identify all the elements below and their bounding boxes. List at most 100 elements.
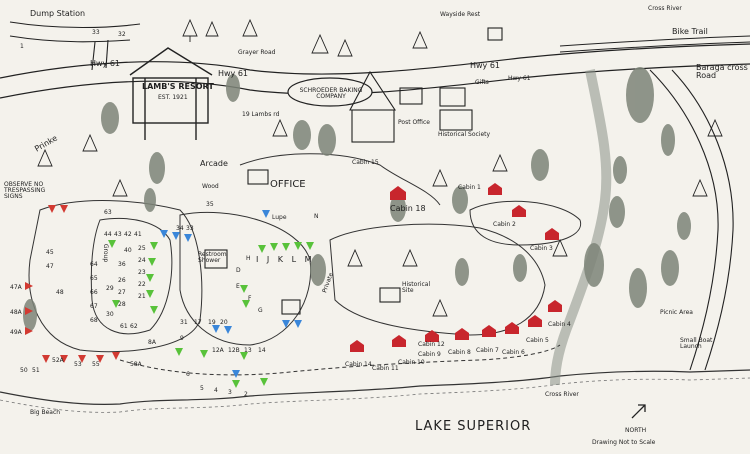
hwy61-label: Hwy 61 bbox=[470, 61, 501, 70]
cabin-4-label: Cabin 4 bbox=[548, 321, 571, 328]
sites-ijklm-label: I J K L M bbox=[256, 255, 315, 264]
cabin-11-label: Cabin 11 bbox=[372, 365, 399, 372]
site-label: 58A bbox=[130, 361, 142, 368]
tree-clusters bbox=[23, 18, 723, 331]
site-label: G bbox=[258, 307, 263, 314]
post-office-label: Post Office bbox=[398, 119, 430, 126]
cabin-14-label: Cabin 14 bbox=[345, 361, 372, 368]
resort-sign-est: EST. 1921 bbox=[158, 94, 188, 101]
cabin-8-label: Cabin 8 bbox=[448, 349, 471, 356]
site-label: 19 bbox=[208, 319, 216, 326]
site-label: 62 bbox=[130, 323, 138, 330]
site-label: 2 bbox=[244, 391, 248, 398]
gifts-label: Gifts bbox=[475, 79, 489, 86]
cabin-10-label: Cabin 10 bbox=[398, 359, 425, 366]
cross-river-top-label: Cross River bbox=[648, 5, 682, 12]
bike-trail-label: Bike Trail bbox=[672, 27, 708, 36]
shoreline bbox=[0, 369, 750, 405]
cabin-1-label: Cabin 1 bbox=[458, 184, 481, 191]
site-label: 48 bbox=[56, 289, 64, 296]
site-label: 68 bbox=[90, 317, 98, 324]
wayside-rest-label: Wayside Rest bbox=[440, 11, 481, 18]
cabin-markers bbox=[350, 183, 562, 352]
site-label: 30 bbox=[106, 311, 114, 318]
site-label: 64 bbox=[90, 261, 98, 268]
site-label: N bbox=[314, 213, 319, 220]
baraga-cross-road bbox=[649, 69, 734, 371]
site-label: 13 bbox=[244, 347, 252, 354]
site-label: 12B bbox=[228, 347, 240, 354]
site-label: 26 bbox=[118, 277, 126, 284]
site-label: 47 bbox=[46, 263, 54, 270]
not-to-scale-label: Drawing Not to Scale bbox=[592, 439, 656, 446]
site-label: 23 bbox=[138, 269, 146, 276]
wood-label: Wood bbox=[202, 183, 219, 190]
site-label: 12A bbox=[212, 347, 224, 354]
cabin-18-label: Cabin 18 bbox=[390, 204, 426, 213]
site-label: 29 bbox=[106, 285, 114, 292]
north-label: NORTH bbox=[625, 427, 647, 434]
site-label: 25 bbox=[138, 245, 146, 252]
cabin-5-label: Cabin 5 bbox=[526, 337, 549, 344]
road-number-33: 33 bbox=[92, 29, 100, 36]
site-label: 28 bbox=[118, 301, 126, 308]
bike-trail bbox=[559, 35, 750, 53]
site-label: 24 bbox=[138, 257, 146, 264]
group-label: Group bbox=[102, 243, 110, 263]
site-label: 42 bbox=[124, 231, 132, 238]
bakery-label: SCHROEDER BAKING COMPANY bbox=[299, 87, 363, 100]
cabin-7-label: Cabin 7 bbox=[476, 347, 499, 354]
cabin-9-label: Cabin 9 bbox=[418, 351, 441, 358]
hwy61-label: Hwy 61 bbox=[90, 59, 121, 68]
road-number-1: 1 bbox=[20, 43, 24, 50]
site-label: 27 bbox=[118, 289, 126, 296]
site-label: F bbox=[248, 295, 252, 302]
lupe-label: Lupe bbox=[272, 214, 287, 221]
dump-station-road bbox=[9, 21, 141, 71]
site-label: 34 bbox=[176, 225, 184, 232]
site-label: 55 bbox=[92, 361, 100, 368]
site-label: 3 bbox=[228, 389, 232, 396]
red-site-markers bbox=[25, 205, 120, 363]
campground-roads bbox=[28, 153, 582, 376]
site-label: 4 bbox=[214, 387, 218, 394]
site-label: 66 bbox=[90, 289, 98, 296]
site-label: 17 bbox=[194, 319, 202, 326]
site-label: 8A bbox=[148, 339, 156, 346]
small-boat-launch-label: Small Boat Launch bbox=[680, 337, 713, 350]
site-label: 6 bbox=[186, 371, 190, 378]
green-site-markers bbox=[108, 240, 314, 388]
site-label: 49A bbox=[10, 329, 22, 336]
cross-river-label: Cross River bbox=[545, 391, 579, 398]
site-label: 65 bbox=[90, 275, 98, 282]
site-label: 5 bbox=[200, 385, 204, 392]
arcade-label: Arcade bbox=[200, 159, 228, 168]
resort-sign-frame bbox=[129, 47, 213, 140]
road-number-63: 63 bbox=[104, 209, 112, 216]
historical-site-label: Historical Site bbox=[402, 281, 431, 294]
site-label: 22 bbox=[138, 281, 146, 288]
historical-society-label: Historical Society bbox=[438, 131, 491, 138]
site-label: E bbox=[236, 283, 240, 290]
site-label: 52A bbox=[52, 357, 64, 364]
road-number-32: 32 bbox=[118, 31, 126, 38]
office-label: OFFICE bbox=[270, 179, 306, 190]
lambs-road-label: 19 Lambs rd bbox=[242, 111, 280, 118]
site-label: 48A bbox=[10, 309, 22, 316]
grayer-road-label: Grayer Road bbox=[238, 49, 276, 56]
site-label: 21 bbox=[138, 293, 146, 300]
blue-site-markers bbox=[160, 210, 302, 378]
site-label: 31 bbox=[180, 319, 188, 326]
site-label: H bbox=[246, 255, 251, 262]
road-number-35: 35 bbox=[206, 201, 214, 208]
hwy61-label: Hwy 61 bbox=[218, 69, 249, 78]
cabin-12-label: Cabin 12 bbox=[418, 341, 445, 348]
site-label: 44 bbox=[104, 231, 112, 238]
shoreline-rocks bbox=[0, 377, 750, 413]
dump-station-label: Dump Station bbox=[30, 9, 86, 18]
picnic-area-label: Picnic Area bbox=[660, 309, 693, 316]
observe-no-trespassing-label: OBSERVE NO TRESPASSING SIGNS bbox=[4, 181, 46, 200]
site-label: 20 bbox=[220, 319, 228, 326]
